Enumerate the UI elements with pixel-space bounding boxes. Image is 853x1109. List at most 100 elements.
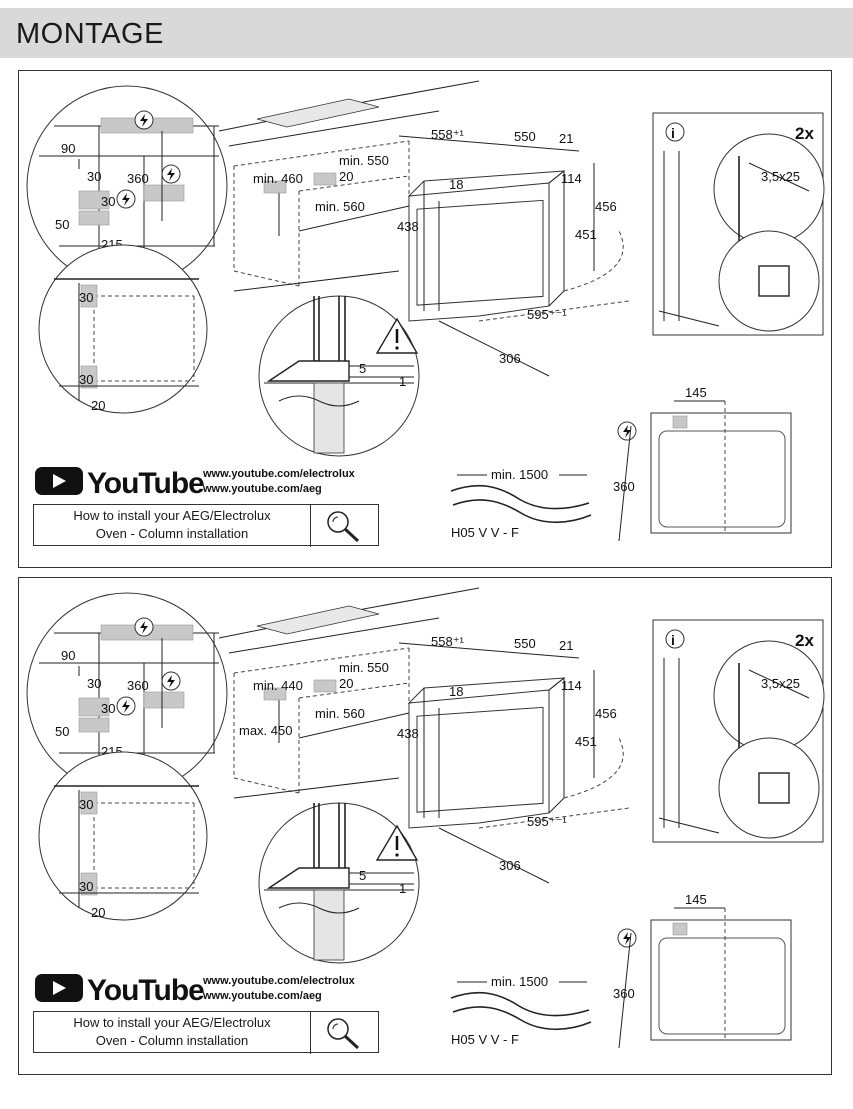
dim-1: 1	[399, 881, 406, 896]
dim-360: 360	[127, 171, 149, 186]
dim-5: 5	[359, 868, 366, 883]
dim-side-20: 20	[91, 905, 105, 920]
screw-size-label: 3,5x25	[761, 676, 800, 691]
dim-550: 550	[514, 636, 536, 651]
youtube-url-electrolux: www.youtube.com/electrolux	[202, 468, 356, 480]
dim-451: 451	[575, 734, 597, 749]
dim-90: 90	[61, 648, 75, 663]
dim-min560: min. 560	[315, 706, 365, 721]
dim-360: 360	[127, 678, 149, 693]
dim-min550: min. 550	[339, 153, 389, 168]
dim-595: 595⁺⁻¹	[527, 307, 567, 322]
dim-550: 550	[514, 129, 536, 144]
howto-line1: How to install your AEG/Electrolux	[73, 1015, 271, 1030]
dim-360b: 360	[613, 479, 635, 494]
fixing-info-box: i 2x 3,5x25	[652, 619, 825, 843]
cable-length-label: min. 1500	[491, 467, 548, 482]
dim-438: 438	[397, 726, 419, 741]
dim-min550: min. 550	[339, 660, 389, 675]
dim-438: 438	[397, 219, 419, 234]
dim-50: 50	[55, 724, 69, 739]
youtube-logo-text: YouTube	[87, 974, 204, 1007]
dim-side-30b: 30	[79, 372, 93, 387]
dim-90: 90	[61, 141, 75, 156]
outlet-front-detail: 145 360	[613, 892, 792, 1049]
dim-20: 20	[339, 676, 353, 691]
cable-type-label: H05 V V - F	[451, 1032, 519, 1047]
side-view-detail: 30 30 20	[38, 751, 208, 921]
youtube-url-aeg: www.youtube.com/aeg	[202, 990, 322, 1002]
installation-panel-bottom: 90 30 360 30 50 215 min. 440 max. 450 mi…	[18, 577, 832, 1075]
howto-line2: Oven - Column installation	[95, 1033, 249, 1048]
quantity-label: 2x	[795, 124, 814, 143]
dim-558: 558⁺¹	[431, 127, 465, 142]
dim-side-30b: 30	[79, 879, 93, 894]
lightning-bolt-icon	[140, 114, 148, 127]
dim-451: 451	[575, 227, 597, 242]
dim-min560: min. 560	[315, 199, 365, 214]
dim-456: 456	[595, 199, 617, 214]
dim-21: 21	[559, 131, 573, 146]
magnifier-icon[interactable]	[324, 508, 364, 544]
howto-box[interactable]: How to install your AEG/Electrolux Oven …	[33, 1011, 379, 1054]
outlet-position-detail: 90 30 360 30 50 215	[26, 592, 228, 794]
svg-text:i: i	[671, 632, 675, 648]
page-title: MONTAGE	[16, 18, 164, 50]
mount-max-label: max. 450	[239, 723, 292, 738]
dim-145: 145	[685, 892, 707, 907]
dim-1: 1	[399, 374, 406, 389]
quantity-label: 2x	[795, 631, 814, 650]
dim-145: 145	[685, 385, 707, 400]
lightning-bolt-icon	[140, 621, 148, 634]
dim-595: 595⁺⁻¹	[527, 814, 567, 829]
dim-558: 558⁺¹	[431, 634, 465, 649]
dim-30a: 30	[87, 169, 101, 184]
youtube-block: YouTube www.youtube.com/electrolux www.y…	[35, 467, 356, 500]
howto-box[interactable]: How to install your AEG/Electrolux Oven …	[33, 504, 379, 547]
dim-114: 114	[561, 171, 582, 186]
cabinet-perspective: min. 460 min. 550 20 min. 560	[218, 80, 480, 292]
cable-detail: min. 1500 H05 V V - F	[450, 974, 592, 1047]
oven-isometric: 558⁺¹ 550 21 18 114 438 456 451 595⁺⁻¹ 3…	[397, 634, 630, 884]
dim-21: 21	[559, 638, 573, 653]
outlet-position-detail: 90 30 360 30 50 215	[26, 85, 228, 287]
cable-detail: min. 1500 H05 V V - F	[450, 467, 592, 540]
mount-min-label: min. 440	[253, 678, 303, 693]
oven-isometric: 558⁺¹ 550 21 18 114 438 456 451 595⁺⁻¹ 3…	[397, 127, 630, 377]
dim-30a: 30	[87, 676, 101, 691]
dim-side-30a: 30	[79, 290, 93, 305]
dim-18: 18	[449, 177, 463, 192]
youtube-url-aeg: www.youtube.com/aeg	[202, 483, 322, 495]
cabinet-perspective: min. 440 max. 450 min. 550 20 min. 560	[218, 587, 480, 799]
screw-size-label: 3,5x25	[761, 169, 800, 184]
info-circle-icon	[665, 629, 685, 649]
dim-306: 306	[499, 351, 521, 366]
dim-side-30a: 30	[79, 797, 93, 812]
dim-114: 114	[561, 678, 582, 693]
dim-30b: 30	[101, 194, 115, 209]
dim-50: 50	[55, 217, 69, 232]
page-header: MONTAGE	[0, 8, 853, 58]
dim-306: 306	[499, 858, 521, 873]
dim-30b: 30	[101, 701, 115, 716]
clearance-detail: 5 1	[258, 295, 420, 457]
youtube-block: YouTube www.youtube.com/electrolux www.y…	[35, 974, 356, 1007]
magnifier-icon[interactable]	[324, 1015, 364, 1051]
cable-type-label: H05 V V - F	[451, 525, 519, 540]
cable-length-label: min. 1500	[491, 974, 548, 989]
dim-20: 20	[339, 169, 353, 184]
info-circle-icon	[665, 122, 685, 142]
dim-456: 456	[595, 706, 617, 721]
outlet-front-detail: 145 360	[613, 385, 792, 542]
dim-360b: 360	[613, 986, 635, 1001]
clearance-detail: 5 1	[258, 802, 420, 964]
svg-text:i: i	[671, 125, 675, 141]
youtube-url-electrolux: www.youtube.com/electrolux	[202, 975, 356, 987]
mount-min-label: min. 460	[253, 171, 303, 186]
youtube-logo-text: YouTube	[87, 467, 204, 500]
side-view-detail: 30 30 20	[38, 244, 208, 414]
installation-panel-top: 90 30 360 30 50 215 min. 460 min. 550 20…	[18, 70, 832, 568]
dim-5: 5	[359, 361, 366, 376]
dim-side-20: 20	[91, 398, 105, 413]
dim-18: 18	[449, 684, 463, 699]
